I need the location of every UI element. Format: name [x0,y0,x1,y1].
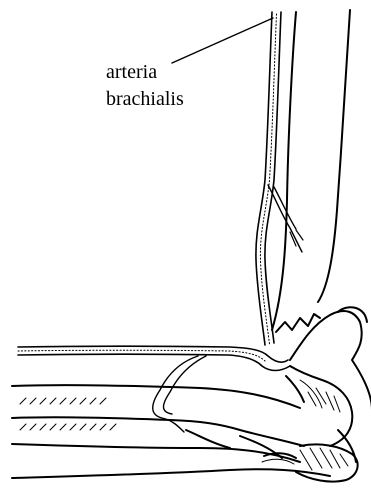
label-leader-line [172,18,273,63]
humerus-outline [272,10,350,332]
label-arteria: arteria [106,61,157,83]
label-brachialis: brachialis [106,88,184,110]
forearm-bones [12,385,330,478]
distal-humerus [286,307,371,446]
